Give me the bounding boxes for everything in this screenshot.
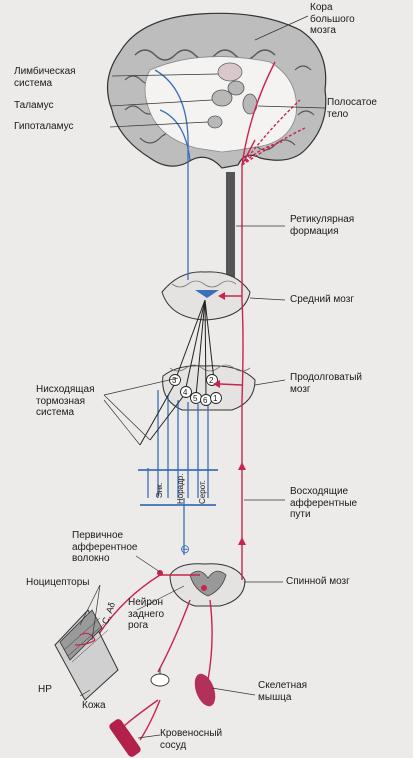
- nucleus-2: 2: [209, 376, 214, 385]
- label-ascending-afferent: Восходящие афферентные пути: [290, 486, 358, 520]
- reticular-formation-column: [226, 172, 235, 312]
- nuclei: [169, 374, 222, 406]
- skin-block: [54, 609, 119, 701]
- inhibit-icon: ⊖: [180, 542, 191, 556]
- label-serotonin: Серот.: [198, 480, 207, 504]
- spinal-cord-section: [169, 563, 246, 607]
- label-striatum: Полосатое тело: [327, 97, 377, 120]
- label-dorsal-horn-neuron: Нейрон заднего рога: [128, 597, 165, 631]
- label-spinal-cord: Спинной мозг: [286, 576, 350, 587]
- thalamus: [211, 89, 233, 107]
- label-skeletal-muscle: Скелетная мышца: [258, 680, 308, 703]
- nucleus-3: 3: [172, 376, 177, 385]
- limbic-system: [217, 62, 243, 82]
- blood-vessel: [109, 719, 141, 757]
- nucleus-6: 6: [203, 396, 208, 405]
- label-midbrain: Средний мозг: [290, 294, 354, 305]
- descending-pathways: [138, 69, 218, 555]
- label-cortex: Кора большого мозга: [310, 2, 355, 36]
- ganglion: [150, 668, 170, 687]
- label-medulla: Продолговатый мозг: [290, 372, 362, 395]
- label-reticular-formation: Ретикулярная формация: [290, 214, 355, 237]
- nucleus-4: 4: [183, 388, 188, 397]
- label-hr: НР: [38, 684, 52, 695]
- label-enkephalin: Энк.: [155, 482, 164, 498]
- brain: [106, 12, 327, 169]
- label-descending-inhibitory: Нисходящая тормозная система: [36, 384, 95, 418]
- nucleus-connections: [139, 299, 215, 446]
- label-limbic-system: Лимбическая система: [14, 66, 76, 89]
- label-nociceptors: Ноцицепторы: [26, 577, 90, 588]
- hypothalamus: [207, 115, 223, 129]
- label-blood-vessel: Кровеносный сосуд: [160, 728, 223, 751]
- skeletal-muscle: [194, 673, 216, 707]
- label-primary-afferent: Первичное афферентное волокно: [72, 530, 138, 564]
- label-skin: Кожа: [82, 700, 106, 711]
- label-thalamus: Таламус: [14, 100, 54, 111]
- medulla-section: [162, 364, 256, 411]
- label-hypothalamus: Гипоталамус: [14, 121, 74, 132]
- leader-lines: [79, 15, 326, 739]
- ascending-pathways: [94, 61, 306, 741]
- nucleus-1: 1: [213, 394, 218, 403]
- nucleus-5: 5: [193, 394, 198, 403]
- label-noradrenaline: Норадр.: [176, 473, 185, 504]
- midbrain-section: [161, 271, 251, 321]
